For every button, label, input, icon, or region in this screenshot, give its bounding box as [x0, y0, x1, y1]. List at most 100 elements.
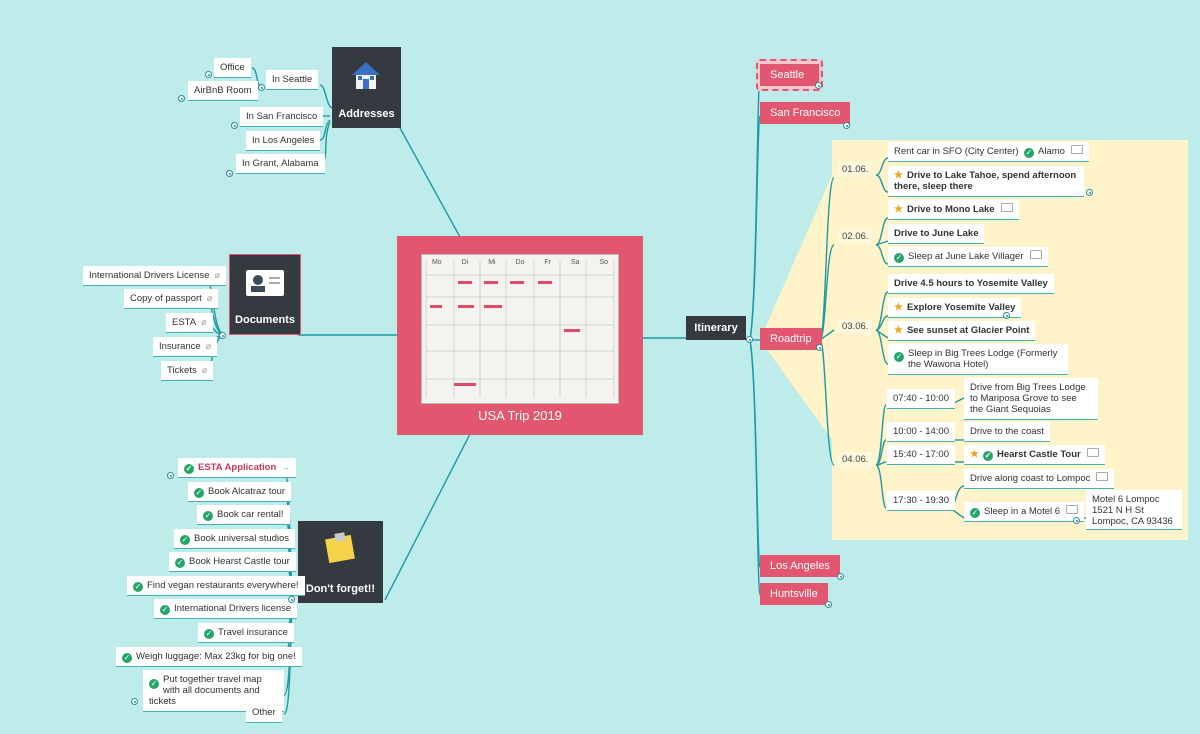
todo-other[interactable]: Other — [246, 703, 282, 723]
drive-lompoc[interactable]: Drive along coast to Lompoc — [964, 469, 1115, 489]
address-grant[interactable]: In Grant, Alabama — [236, 154, 325, 174]
doc-drivers-license[interactable]: International Drivers License⌀ — [83, 266, 226, 286]
attachment-icon: ⌀ — [206, 293, 213, 303]
attachment-icon: ⌀ — [201, 317, 207, 327]
day-label: Sa — [570, 259, 580, 266]
date-04-06[interactable]: 04.06. — [838, 452, 873, 467]
collapse-toggle[interactable] — [167, 472, 174, 479]
note-icon — [1029, 250, 1042, 259]
doc-insurance[interactable]: Insurance⌀ — [153, 337, 218, 357]
city-san-francisco[interactable]: San Francisco — [760, 102, 851, 124]
collapse-toggle[interactable] — [746, 336, 753, 343]
date-02-06[interactable]: 02.06. — [838, 229, 873, 244]
itinerary-topic[interactable]: Itinerary — [686, 316, 746, 340]
collapse-toggle[interactable] — [288, 596, 295, 603]
collapse-toggle[interactable] — [1003, 312, 1010, 319]
todo-travel-map[interactable]: ✓Put together travel map with all docume… — [143, 670, 284, 712]
todo-universal[interactable]: ✓Book universal studios — [174, 529, 296, 549]
collapse-toggle[interactable] — [1073, 517, 1080, 524]
note-icon — [1066, 505, 1079, 514]
city-seattle[interactable]: Seattle — [760, 64, 819, 86]
motel-address[interactable]: Motel 6 Lompoc 1521 N H St Lompoc, CA 93… — [1086, 490, 1182, 530]
star-icon: ★ — [894, 325, 903, 336]
city-los-angeles[interactable]: Los Angeles — [760, 555, 840, 577]
collapse-toggle[interactable] — [825, 601, 832, 608]
rent-car[interactable]: Rent car in SFO (City Center) — [888, 142, 1025, 162]
city-roadtrip[interactable]: Roadtrip — [760, 328, 822, 350]
collapse-toggle[interactable] — [131, 698, 138, 705]
collapse-toggle[interactable] — [231, 122, 238, 129]
todo-vegan[interactable]: ✓Find vegan restaurants everywhere! — [127, 576, 305, 596]
day-label: Di — [461, 259, 469, 266]
drive-mariposa[interactable]: Drive from Big Trees Lodge to Mariposa G… — [964, 378, 1098, 420]
city-huntsville[interactable]: Huntsville — [760, 583, 828, 605]
todo-weigh-luggage[interactable]: ✓Weigh luggage: Max 23kg for big one! — [116, 647, 302, 667]
time-1730[interactable]: 17:30 - 19:30 — [887, 491, 955, 511]
collapse-toggle[interactable] — [219, 332, 226, 339]
address-los-angeles[interactable]: In Los Angeles — [246, 131, 321, 151]
check-icon: ✓ — [1024, 148, 1034, 158]
attachment-icon: ⌀ — [201, 365, 208, 375]
collapse-toggle[interactable] — [178, 95, 185, 102]
doc-esta[interactable]: ESTA⌀ — [166, 313, 213, 333]
collapse-toggle[interactable] — [1086, 189, 1093, 196]
collapse-toggle[interactable] — [258, 84, 265, 91]
collapse-toggle[interactable] — [205, 71, 212, 78]
check-icon: ✓ — [160, 605, 170, 615]
todo-car-rental[interactable]: ✓Book car rental! — [197, 505, 290, 525]
drive-coast[interactable]: Drive to the coast — [964, 422, 1050, 442]
sleep-big-trees[interactable]: ✓Sleep in Big Trees Lodge (Formerly the … — [888, 344, 1068, 375]
check-icon: ✓ — [204, 629, 214, 639]
sleep-motel-6[interactable]: ✓Sleep in a Motel 6 — [964, 502, 1085, 522]
collapse-toggle[interactable] — [843, 122, 850, 129]
explore-yosemite[interactable]: ★Explore Yosemite Valley — [888, 298, 1022, 318]
todo-travel-insurance[interactable]: ✓Travel insurance — [198, 623, 294, 643]
star-icon: ★ — [970, 449, 979, 460]
collapse-toggle[interactable] — [837, 573, 844, 580]
todo-esta-application[interactable]: ✓ESTA Application→ — [178, 458, 297, 478]
dont-forget-topic[interactable]: Don't forget!! — [298, 521, 383, 603]
attachment-icon: ⌀ — [205, 341, 212, 351]
address-office[interactable]: Office — [214, 58, 251, 78]
time-1000[interactable]: 10:00 - 14:00 — [887, 422, 955, 442]
collapse-toggle[interactable] — [815, 82, 822, 89]
check-icon: ✓ — [133, 582, 143, 592]
drive-june-lake[interactable]: Drive to June Lake — [888, 224, 985, 244]
note-icon — [1070, 145, 1083, 154]
note-icon — [1086, 448, 1099, 457]
todo-drivers-license[interactable]: ✓International Drivers license — [154, 599, 298, 619]
address-san-francisco[interactable]: In San Francisco — [240, 107, 324, 127]
note-icon — [1096, 472, 1109, 481]
attachment-icon: ⌀ — [214, 270, 220, 280]
collapse-toggle[interactable] — [226, 170, 233, 177]
day-label: So — [599, 259, 609, 266]
drive-lake-tahoe[interactable]: ★Drive to Lake Tahoe, spend afternoon th… — [888, 166, 1084, 197]
drive-mono-lake[interactable]: ★Drive to Mono Lake — [888, 200, 1019, 220]
todo-alcatraz[interactable]: ✓Book Alcatraz tour — [188, 482, 292, 502]
address-seattle[interactable]: In Seattle — [266, 70, 319, 90]
day-label: Do — [515, 259, 525, 266]
time-0740[interactable]: 07:40 - 10:00 — [887, 389, 955, 409]
address-airbnb[interactable]: AirBnB Room — [188, 81, 258, 101]
calendar-photo: Mo Di Mi Do Fr Sa So — [421, 254, 619, 404]
hearst-castle-tour[interactable]: ★✓Hearst Castle Tour — [964, 445, 1105, 465]
check-icon: ✓ — [894, 253, 904, 263]
time-1540[interactable]: 15:40 - 17:00 — [887, 445, 955, 465]
date-03-06[interactable]: 03.06. — [838, 319, 873, 334]
sunset-glacier-point[interactable]: ★See sunset at Glacier Point — [888, 321, 1036, 341]
sleep-june-lake[interactable]: ✓Sleep at June Lake Villager — [888, 247, 1048, 267]
collapse-toggle[interactable] — [816, 344, 823, 351]
drive-yosemite[interactable]: Drive 4.5 hours to Yosemite Valley — [888, 274, 1054, 294]
check-icon: ✓ — [175, 558, 185, 568]
alamo[interactable]: ✓Alamo — [1018, 142, 1089, 162]
day-label: Mo — [431, 259, 442, 266]
doc-passport[interactable]: Copy of passport⌀ — [124, 289, 219, 309]
id-card-icon — [246, 270, 284, 296]
doc-tickets[interactable]: Tickets⌀ — [161, 361, 214, 381]
date-01-06[interactable]: 01.06. — [838, 162, 873, 177]
sticky-note-icon — [325, 532, 355, 564]
documents-topic[interactable]: Documents — [229, 254, 301, 335]
central-topic[interactable]: Mo Di Mi Do Fr Sa So USA Trip 2019 — [397, 236, 643, 435]
todo-hearst[interactable]: ✓Book Hearst Castle tour — [169, 552, 296, 572]
addresses-topic[interactable]: Addresses — [332, 47, 401, 128]
